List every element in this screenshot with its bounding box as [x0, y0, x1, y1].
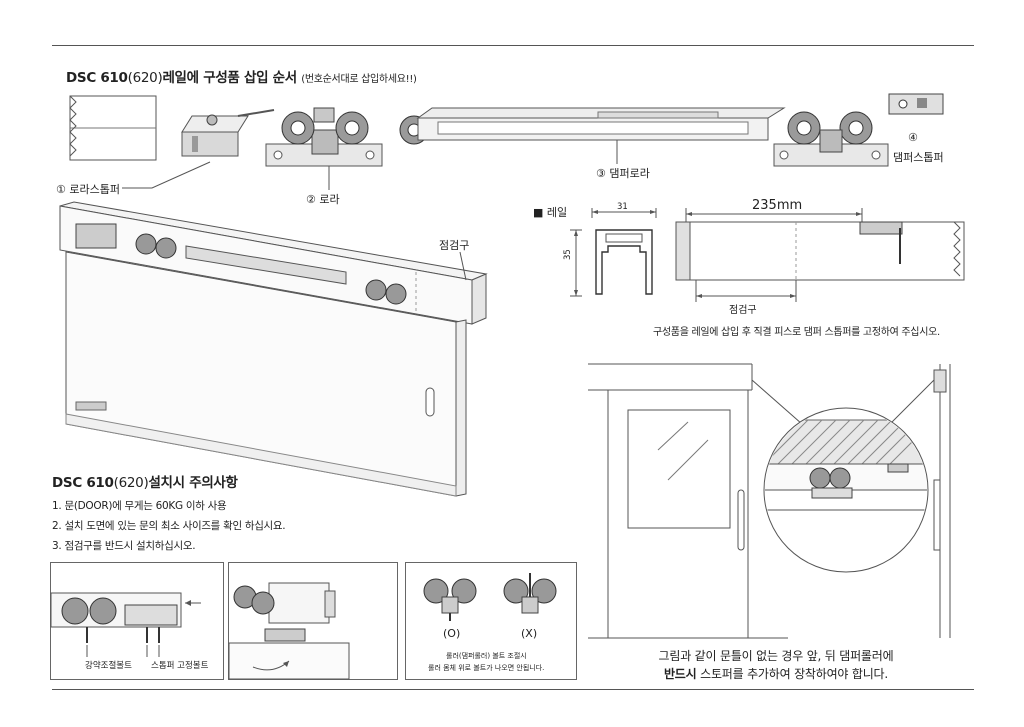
detail-box-roller-mount: [228, 562, 398, 680]
label-damper-roller: ③ 댐퍼로라: [596, 167, 650, 180]
page-title: DSC 610(620)레일에 구성품 삽입 순서 (번호순서대로 삽입하세요!…: [66, 70, 417, 86]
fix-note: 구성품을 레일에 삽입 후 직결 피스로 댐퍼 스톱퍼를 고정하여 주십시오.: [653, 327, 940, 338]
top-rule: [52, 45, 974, 46]
rail-end-drawing: [69, 95, 157, 161]
rail-width-value: 31: [617, 202, 628, 212]
frame-caption-line1: 그림과 같이 문틀이 없는 경우 앞, 뒤 댐퍼롤러에: [658, 649, 894, 663]
rail-cross-section: [570, 208, 657, 297]
rail-side-drawing: [675, 208, 965, 302]
bolt-note-2: 롤러 몸체 위로 볼트가 나오면 안됩니다.: [428, 664, 545, 672]
install-title: DSC 610(620)설치시 주의사항: [52, 475, 238, 491]
frame-caption-emphasis: 반드시: [663, 667, 697, 681]
bottom-rule: [52, 689, 974, 690]
damper-stopper-drawing: [888, 93, 944, 115]
rail-door-isometric: [59, 201, 488, 497]
label-fix-bolt: 스톱퍼 고정볼트: [151, 661, 209, 671]
label-damper-stopper: 댐퍼스톱퍼: [893, 151, 944, 164]
frame-caption-line2: 반드시 스토퍼를 추가하여 장착하여야 합니다.: [616, 665, 936, 683]
install-rule-3: 3. 점검구를 반드시 설치하십시오.: [52, 540, 196, 552]
roller-drawing-right: [773, 111, 889, 167]
dimension-235: 235mm: [752, 198, 803, 213]
detail-bolt-check-drawing: [423, 573, 557, 621]
label-damper-stopper-num: ④: [908, 131, 918, 144]
roller-leader: [328, 166, 330, 190]
label-roller: ② 로라: [306, 193, 340, 206]
label-inspection-1: 점검구: [439, 239, 470, 252]
inspection-leader-1: [459, 251, 467, 281]
frame-caption-rest: 스토퍼를 추가하여 장착하여야 합니다.: [696, 667, 889, 681]
label-inspection-2: 점검구: [729, 305, 757, 316]
install-rule-2: 2. 설치 도면에 있는 문의 최소 사이즈를 확인 하십시요.: [52, 520, 286, 532]
label-ok: (O): [443, 627, 461, 640]
label-ng: (X): [521, 627, 538, 640]
door-frame-drawing: [588, 363, 951, 639]
label-roller-stopper: ① 로라스톱퍼: [56, 183, 120, 196]
roller-stopper-leader: [122, 161, 211, 189]
damper-roller-leader: [616, 140, 618, 164]
frame-caption: 그림과 같이 문틀이 없는 경우 앞, 뒤 댐퍼롤러에 반드시 스토퍼를 추가하…: [616, 647, 936, 683]
label-adjust-bolt: 강약조절볼트: [85, 661, 132, 671]
detail-roller-mount-drawing: [228, 582, 350, 680]
install-rule-1: 1. 문(DOOR)에 무게는 60KG 이하 사용: [52, 500, 227, 512]
detail-box-bolt-check: (O) (X) 롤러(댐퍼롤러) 볼트 조절시 롤러 몸체 위로 볼트가 나오면…: [405, 562, 577, 680]
rail-label: ■ 레일: [533, 206, 568, 219]
rail-height-value: 35: [563, 249, 573, 260]
damper-roller-drawing: [399, 107, 786, 145]
detail-bolts-drawing: [50, 592, 201, 657]
roller-stopper-drawing: [181, 109, 275, 157]
bolt-note-1: 롤러(댐퍼롤러) 볼트 조절시: [446, 652, 527, 660]
roller-drawing: [265, 107, 383, 167]
detail-box-bolts: 강약조절볼트 스톱퍼 고정볼트: [50, 562, 224, 680]
